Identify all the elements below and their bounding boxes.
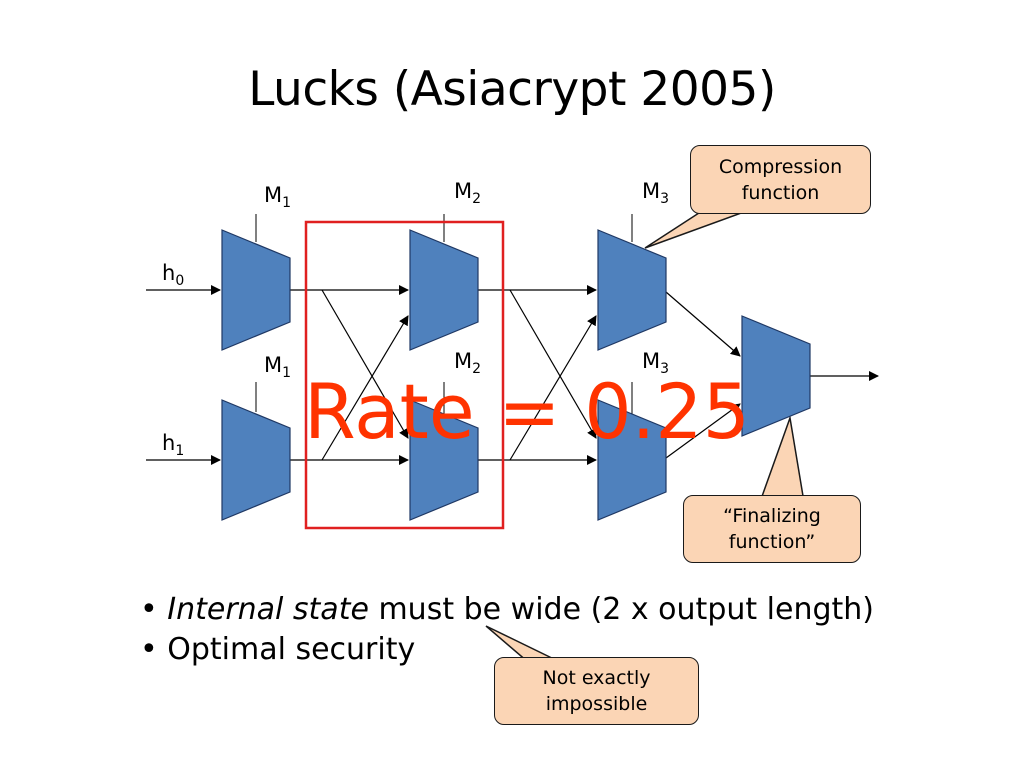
- not-impossible-callout-text: Not exactly impossible: [542, 667, 651, 715]
- compression-block-bottom-1: [221, 399, 291, 521]
- bullet-list: Internal state must be wide (2 x output …: [140, 590, 874, 670]
- message-label-bottom-2: M2: [454, 349, 481, 377]
- rate-highlight-box: [304, 220, 505, 530]
- finalizing-callout-tail: [758, 415, 805, 503]
- wire-cross-down-2-3: [509, 289, 597, 439]
- compression-function-callout: Compression function: [690, 145, 871, 214]
- message-label-bottom-3: M3: [642, 349, 669, 377]
- wire-cross-up-1-2: [321, 315, 409, 461]
- compression-block-top-2: [409, 229, 479, 351]
- finalizing-callout-text: “Finalizing function”: [723, 505, 821, 553]
- wire-top-to-final: [665, 291, 741, 357]
- finalizing-block: [741, 315, 811, 437]
- bullet-optimal-security: Optimal security: [140, 630, 874, 670]
- message-label-top-1: M1: [264, 183, 291, 211]
- message-label-bottom-1: M1: [264, 353, 291, 381]
- message-label-top-3: M3: [642, 179, 669, 207]
- wire-cross-down-1-2: [321, 289, 409, 439]
- compression-block-top-1: [221, 229, 291, 351]
- finalizing-function-callout: “Finalizing function”: [683, 495, 861, 563]
- message-ticks: [255, 214, 633, 442]
- rate-overlay-text: Rate = 0.25: [304, 367, 750, 456]
- bullet-internal-state: Internal state must be wide (2 x output …: [140, 590, 874, 630]
- bullet-text: Optimal security: [167, 632, 416, 667]
- message-label-top-2: M2: [454, 179, 481, 207]
- wire-cross-up-2-3: [509, 315, 597, 461]
- bullet-text: must be wide (2 x output length): [368, 592, 874, 627]
- compression-block-top-3: [597, 229, 667, 351]
- input-label-h1: h1: [162, 431, 184, 459]
- slide-title: Lucks (Asiacrypt 2005): [248, 62, 776, 117]
- compression-block-bottom-3: [597, 399, 667, 521]
- wire-bottom-to-final: [665, 403, 741, 459]
- compression-block-bottom-2: [409, 399, 479, 521]
- bullet-emphasis: Internal state: [167, 592, 369, 627]
- compression-callout-text: Compression function: [718, 155, 843, 204]
- input-label-h0: h0: [162, 261, 184, 289]
